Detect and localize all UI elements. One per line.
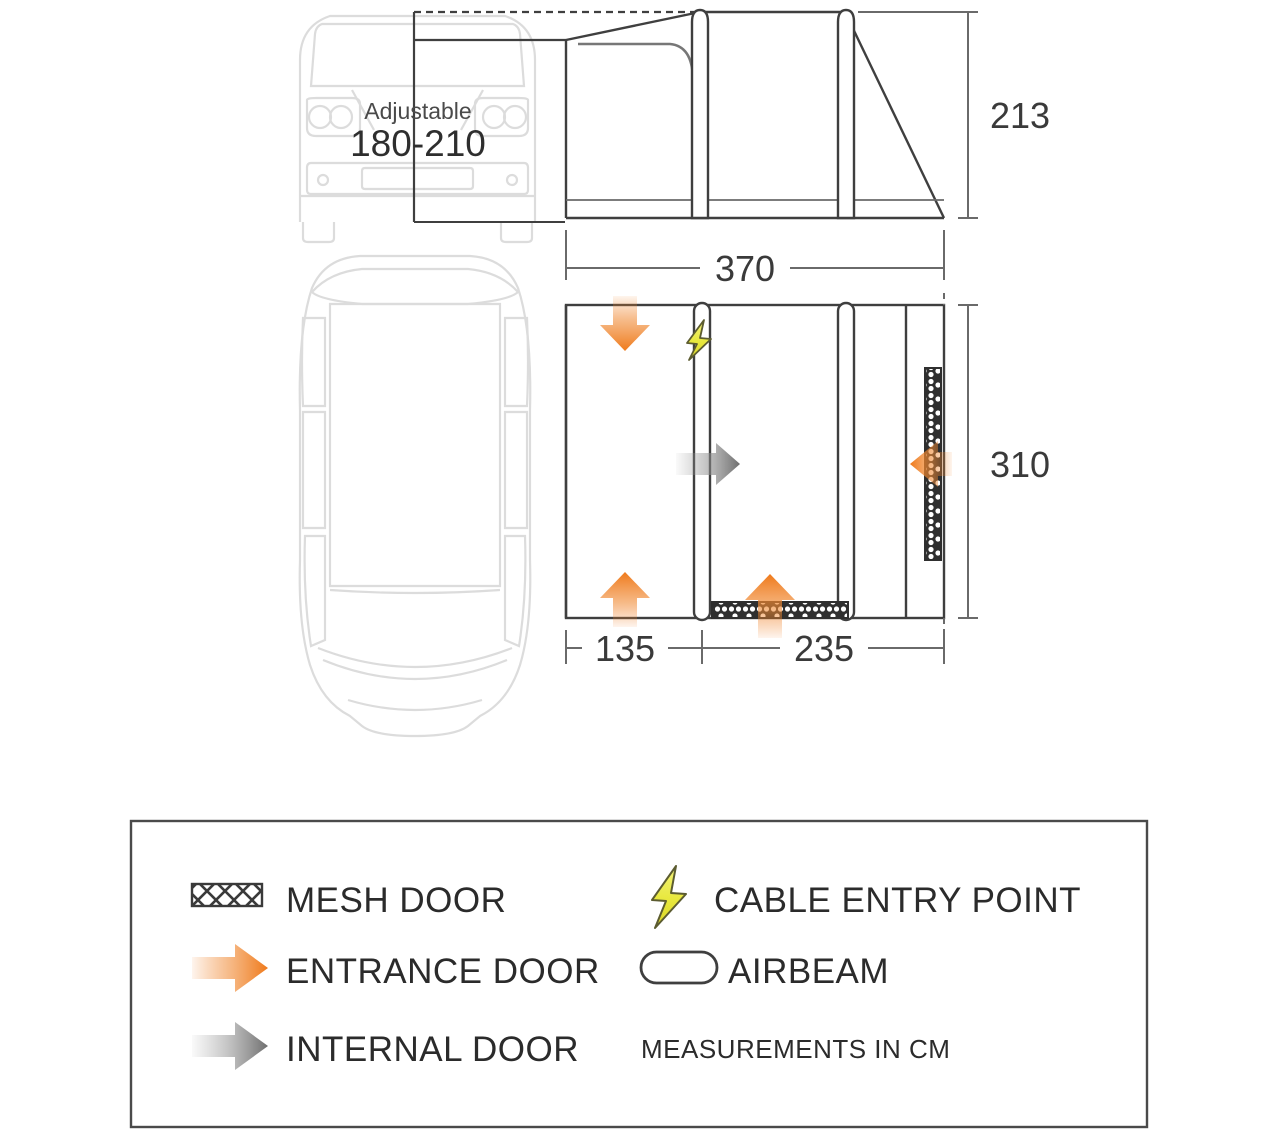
- dimension-width-310-label: 310: [990, 444, 1050, 485]
- internal-door-arrow-icon: [192, 1022, 268, 1070]
- plan-awning-footprint: [564, 303, 946, 620]
- internal-door-arrow-icon: [676, 443, 740, 485]
- dimension-length-370-label: 370: [715, 248, 775, 289]
- legend-label-cable-entry-point: CABLE ENTRY POINT: [714, 881, 1081, 920]
- dimension-width-310: [943, 293, 978, 630]
- dimension-135-label: 135: [595, 628, 655, 669]
- dimension-235-label: 235: [794, 628, 854, 669]
- adjustable-caption: Adjustable: [364, 98, 471, 124]
- elevation-airbeam-front: [690, 8, 710, 220]
- cable-entry-icon: [651, 865, 687, 929]
- dimension-height-213-label: 213: [990, 95, 1050, 136]
- entrance-door-arrow-icon: [192, 944, 268, 992]
- airbeam-icon: [639, 950, 719, 985]
- plan-airbeam-rear: [836, 301, 856, 622]
- elevation-airbeam-rear: [836, 8, 856, 220]
- legend-footnote-measurements: MEASUREMENTS IN CM: [641, 1034, 950, 1064]
- dimension-segments: [565, 630, 945, 664]
- dimension-length-370: [565, 230, 945, 280]
- legend-label-mesh-door: MESH DOOR: [286, 881, 506, 920]
- cable-entry-point-icon: [686, 319, 712, 361]
- elevation-awning-body: [564, 10, 968, 220]
- entrance-door-arrow-bottom-left-icon: [600, 572, 650, 627]
- legend-label-internal-door: INTERNAL DOOR: [286, 1030, 579, 1069]
- vehicle-front-ghost: [298, 14, 537, 244]
- adjustable-range-value: 180-210: [350, 123, 486, 164]
- legend-label-airbeam: AIRBEAM: [728, 952, 889, 991]
- dimension-height-213: [958, 11, 978, 219]
- elevation-adjustable-frame: [412, 10, 700, 223]
- entrance-door-arrow-bottom-mesh-icon: [745, 574, 795, 638]
- vehicle-plan-ghost: [298, 254, 532, 738]
- entrance-door-arrow-top-icon: [600, 296, 650, 351]
- mesh-door-icon: [190, 882, 264, 908]
- legend-label-entrance-door: ENTRANCE DOOR: [286, 952, 600, 991]
- entrance-door-arrow-rear-icon: [910, 441, 952, 487]
- legend-panel: [129, 819, 1149, 1129]
